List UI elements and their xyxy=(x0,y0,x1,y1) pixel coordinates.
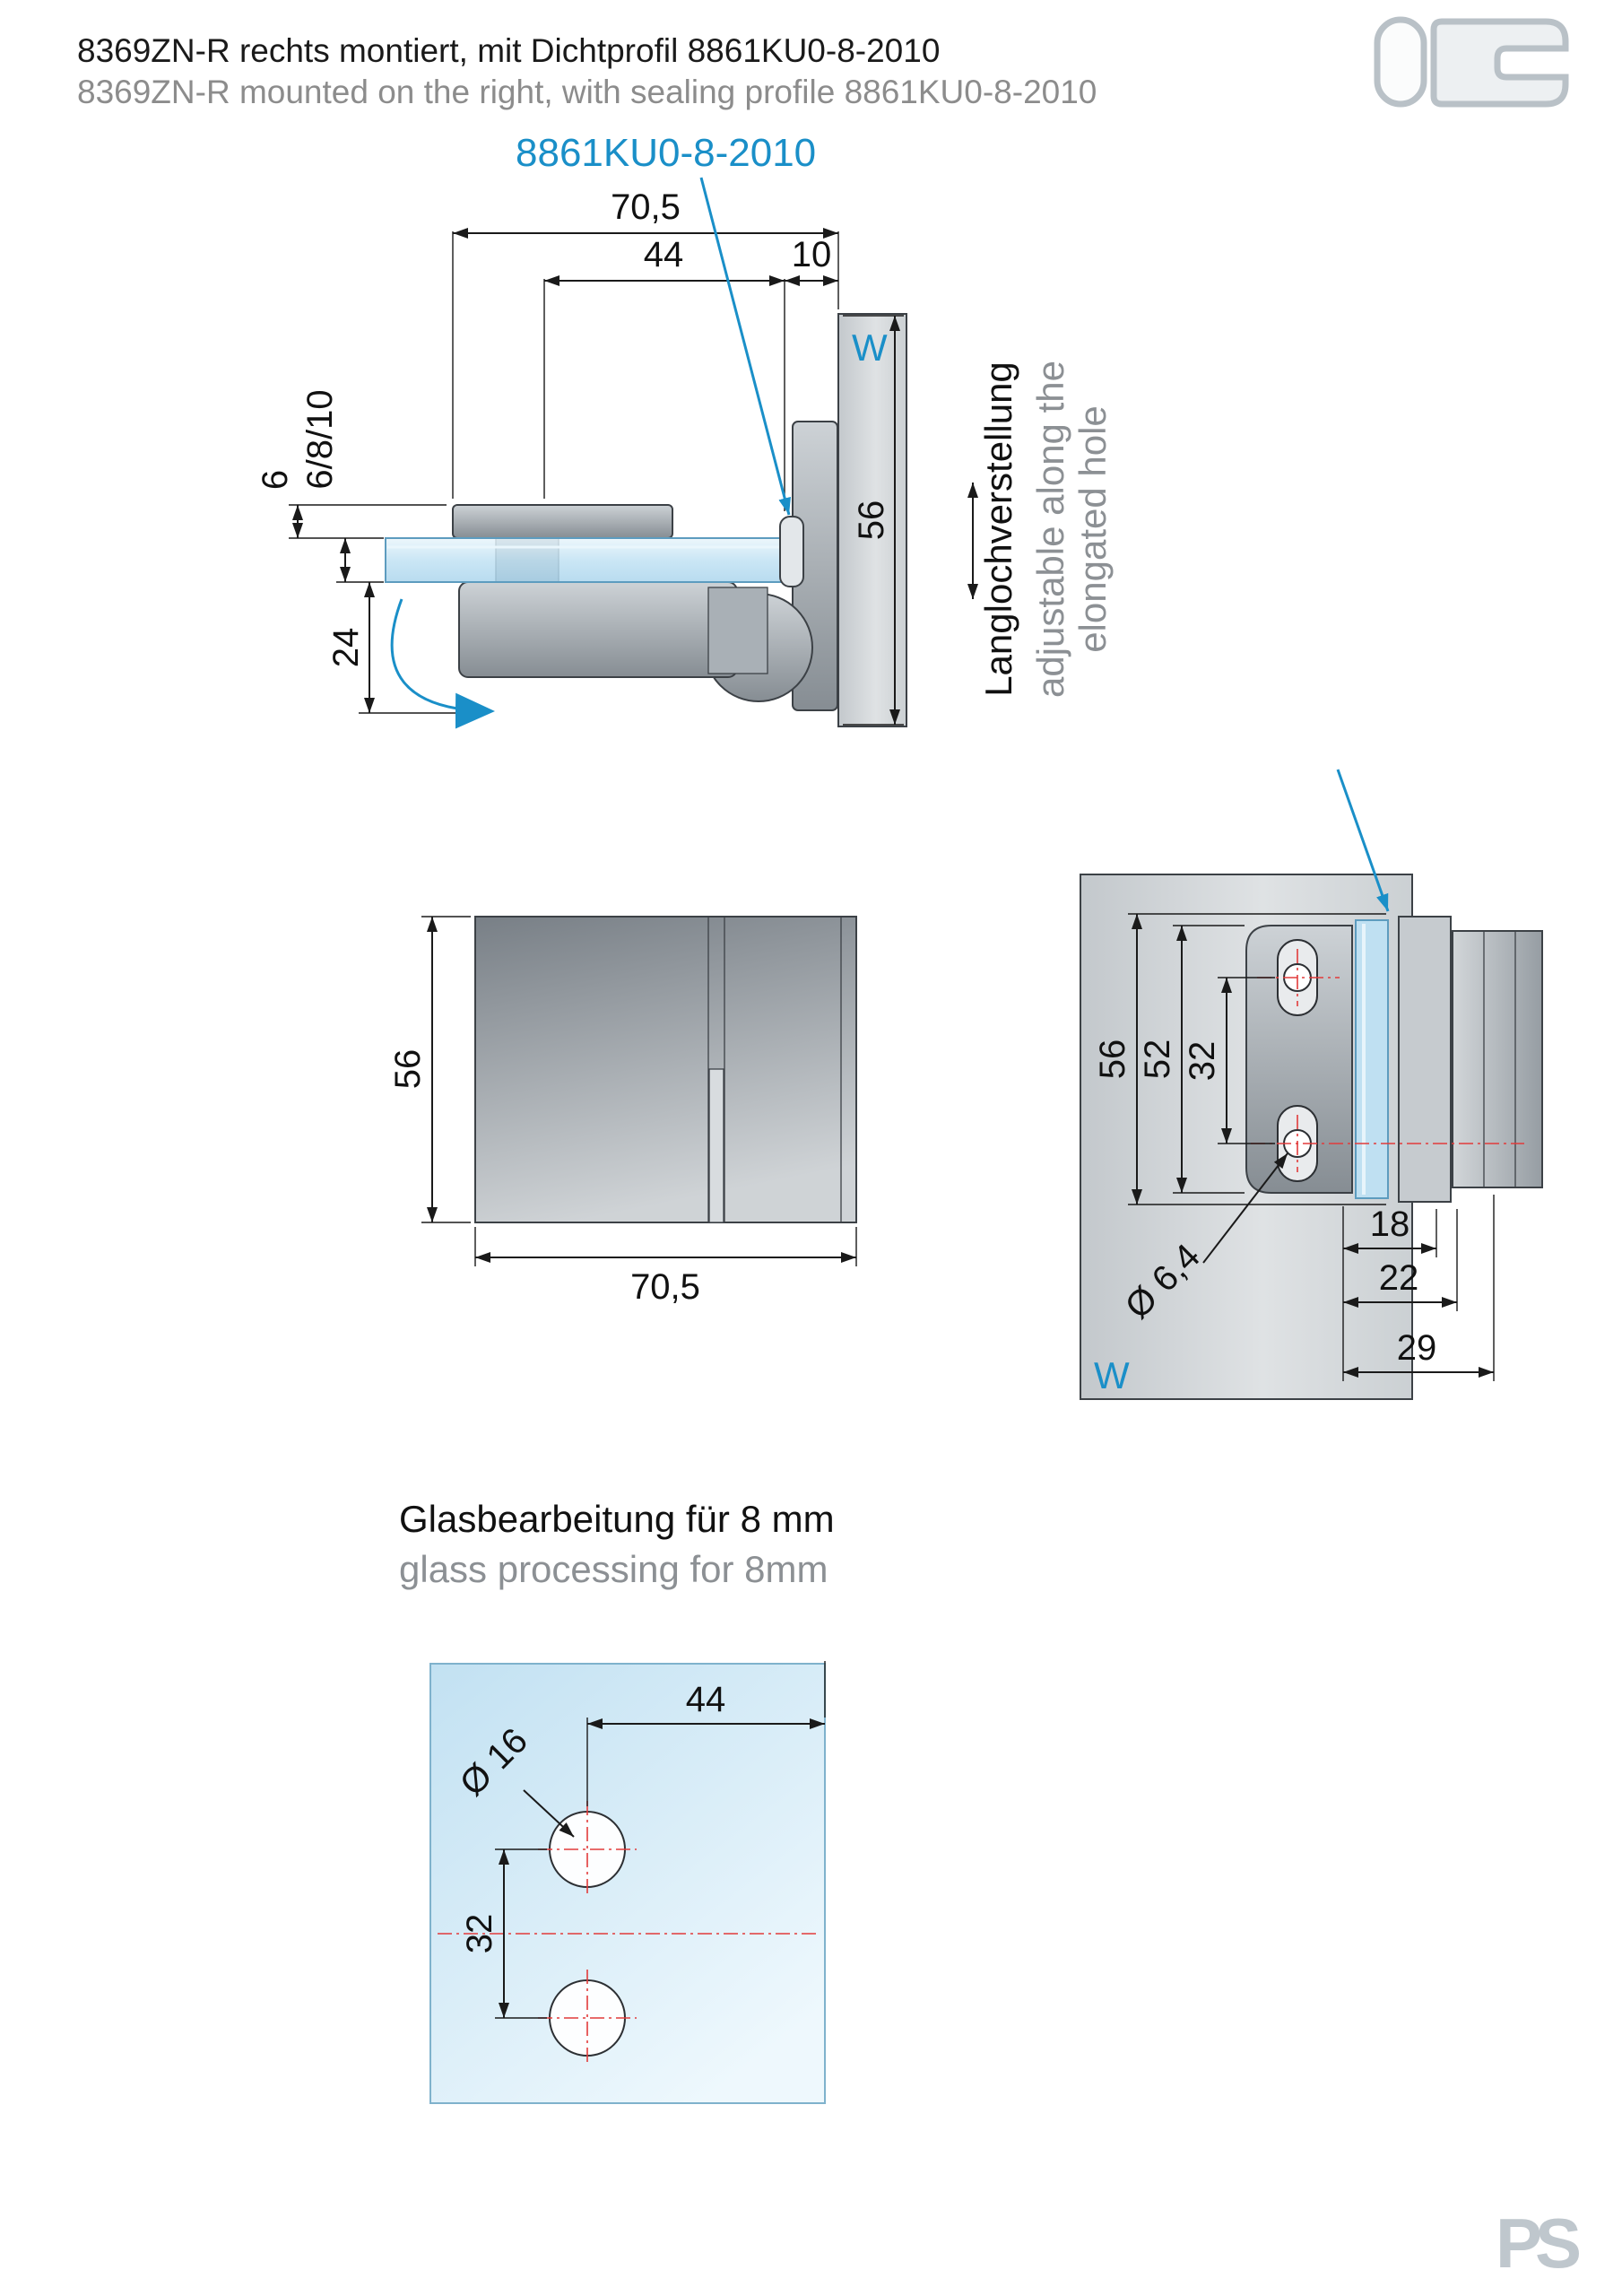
glass-title-en: glass processing for 8mm xyxy=(399,1548,828,1590)
seal-profile-icon xyxy=(1370,14,1594,117)
hinge-front-face xyxy=(474,916,857,1223)
seal-channel-shape xyxy=(1430,18,1569,108)
dim-hole-offset: 44 xyxy=(543,235,785,511)
swing-direction-arrow-icon xyxy=(390,598,495,729)
dim-mount-52: 52 xyxy=(1138,925,1245,1194)
dim-label-18: 18 xyxy=(1370,1205,1410,1244)
glass-panel xyxy=(429,1663,826,2104)
hinge-outer-body xyxy=(1452,930,1543,1188)
mount-view: 56 52 32 Ø 6,4 18 22 xyxy=(1080,769,1543,1400)
wall-label-mount: W xyxy=(1094,1354,1130,1396)
dim-label-glass-44: 44 xyxy=(686,1680,726,1719)
dim-glass-44: 44 xyxy=(586,1661,826,1806)
dim-label-front-70-5: 70,5 xyxy=(630,1267,700,1307)
dim-wall-gap: 10 xyxy=(785,235,838,286)
dim-label-glass-32: 32 xyxy=(460,1914,499,1954)
dim-label-front-56: 56 xyxy=(388,1049,428,1090)
dim-body-height: 24 xyxy=(326,582,489,714)
note-en-line1: adjustable along the xyxy=(1029,361,1071,698)
dim-glass-thickness: 6/8/10 xyxy=(300,389,384,583)
dim-plate-height: 56 xyxy=(843,315,904,726)
dim-mount-18-22-29: 18 22 29 xyxy=(1342,1195,1495,1381)
dim-total-width: 70,5 xyxy=(452,187,839,499)
dim-label-22: 22 xyxy=(1379,1258,1419,1298)
dim-label-29: 29 xyxy=(1397,1328,1437,1368)
hinge-body xyxy=(458,581,738,678)
seal-profile-icon-svg xyxy=(1374,16,1569,108)
wall-label: W xyxy=(852,326,888,369)
dim-label-56: 56 xyxy=(852,500,891,541)
note-de: Langlochverstellung xyxy=(977,361,1019,697)
side-view: 70,5 44 10 6 6/8/10 24 xyxy=(256,131,1114,729)
sealing-profile xyxy=(779,516,804,587)
hinge-bracket-edge xyxy=(1398,916,1452,1203)
brand-logo: PS xyxy=(1496,2204,1579,2283)
mounting-plate xyxy=(1245,925,1353,1194)
dim-glass-32: 32 xyxy=(460,1848,547,2019)
hinge-body-joint xyxy=(707,587,768,674)
note-en-line2: elongated hole xyxy=(1071,405,1114,653)
glass-title-de: Glasbearbeitung für 8 mm xyxy=(399,1498,835,1540)
dim-label-mount-52: 52 xyxy=(1138,1039,1177,1080)
dim-label-10: 10 xyxy=(792,235,832,274)
dim-label-6-8-10: 6/8/10 xyxy=(300,389,340,489)
glass-edge-strip xyxy=(1355,919,1389,1199)
dim-clamp-height: 6 xyxy=(256,470,447,539)
glass-pane xyxy=(385,537,785,583)
seal-pointer-arrow xyxy=(1336,769,1390,912)
page-title-de: 8369ZN-R rechts montiert, mit Dichtprofi… xyxy=(77,32,941,69)
glass-processing-view: Glasbearbeitung für 8 mm glass processin… xyxy=(399,1498,835,2104)
dim-label-mount-32: 32 xyxy=(1183,1041,1222,1082)
glass-hole-bottom xyxy=(549,1979,626,2057)
page-title-en: 8369ZN-R mounted on the right, with seal… xyxy=(77,74,1097,110)
seal-lip-shape xyxy=(1374,16,1427,108)
dim-front-width: 70,5 xyxy=(474,1227,857,1307)
clamp-plate xyxy=(452,504,673,539)
glass-hole-top xyxy=(549,1811,626,1888)
dim-label-mount-56: 56 xyxy=(1093,1039,1132,1080)
dim-front-height: 56 xyxy=(388,916,471,1223)
dim-mount-56: 56 xyxy=(1093,913,1386,1205)
seal-callout-arrow xyxy=(699,177,791,516)
dim-label-6: 6 xyxy=(256,470,295,490)
seal-callout-label: 8861KU0-8-2010 xyxy=(516,131,816,175)
dim-label-70-5: 70,5 xyxy=(611,187,681,227)
dim-mount-32: 32 xyxy=(1183,977,1275,1144)
dim-label-24: 24 xyxy=(326,628,366,668)
dim-label-44: 44 xyxy=(644,235,684,274)
front-step xyxy=(708,1068,724,1223)
front-view: 56 70,5 xyxy=(388,916,857,1307)
